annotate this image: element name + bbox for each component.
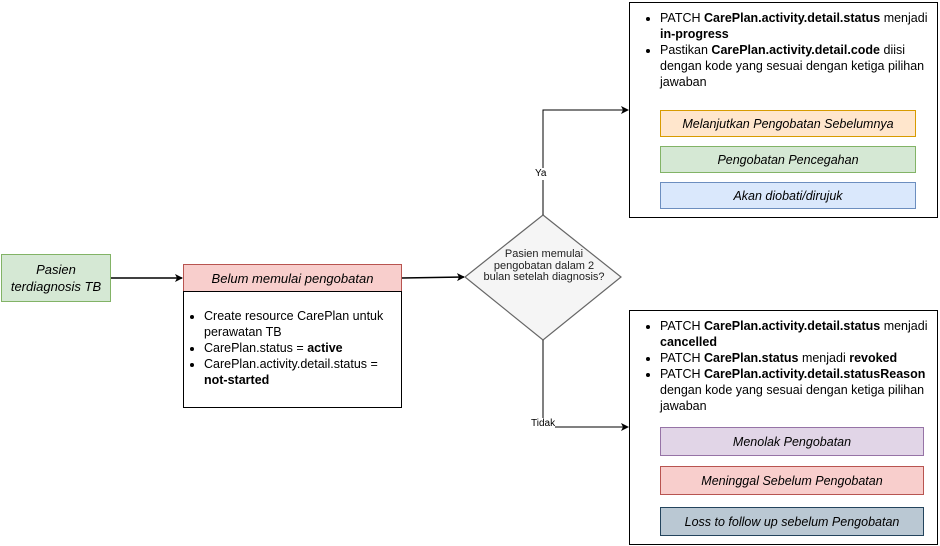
edge-yes — [542, 106, 629, 215]
bullet-text: CarePlan.status = — [204, 341, 308, 355]
edge-yes-label: Ya — [535, 168, 547, 180]
state-title: Belum memulai pengobatan — [183, 264, 402, 292]
bullet-bold: not-started — [204, 373, 270, 387]
decision-question: Pasien memulai pengobatan dalam 2 bulan … — [483, 248, 605, 283]
bullet-bold: active — [307, 341, 343, 355]
list-item: Create resource CarePlan untuk perawatan… — [204, 308, 393, 340]
list-item: CarePlan.activity.detail.status = not-st… — [204, 356, 393, 388]
start-node: Pasien terdiagnosis TB — [1, 254, 111, 302]
list-item: PATCH CarePlan.activity.detail.status me… — [660, 10, 931, 42]
start-label: Pasien terdiagnosis TB — [10, 262, 102, 294]
option-pencegahan: Pengobatan Pencegahan — [660, 146, 916, 173]
option-ltfu: Loss to follow up sebelum Pengobatan — [660, 507, 924, 536]
option-meninggal: Meninggal Sebelum Pengobatan — [660, 466, 924, 495]
option-diobati: Akan diobati/dirujuk — [660, 182, 916, 209]
list-item: PATCH CarePlan.status menjadi revoked — [660, 350, 931, 366]
edge-state-to-decision — [401, 273, 465, 282]
state-body: Create resource CarePlan untuk perawatan… — [183, 291, 402, 408]
bullet-text: Create resource CarePlan untuk perawatan… — [204, 309, 384, 339]
state-bullets: Create resource CarePlan untuk perawatan… — [192, 308, 393, 388]
bullet-text: CarePlan.activity.detail.status = — [204, 357, 378, 371]
list-item: Pastikan CarePlan.activity.detail.code d… — [660, 42, 931, 90]
option-melanjutkan: Melanjutkan Pengobatan Sebelumnya — [660, 110, 916, 137]
list-item: CarePlan.status = active — [204, 340, 393, 356]
edge-no-label: Tidak — [531, 418, 556, 430]
option-menolak: Menolak Pengobatan — [660, 427, 924, 456]
edge-no — [542, 340, 629, 431]
list-item: PATCH CarePlan.activity.detail.status me… — [660, 318, 931, 350]
list-item: PATCH CarePlan.activity.detail.statusRea… — [660, 366, 931, 414]
